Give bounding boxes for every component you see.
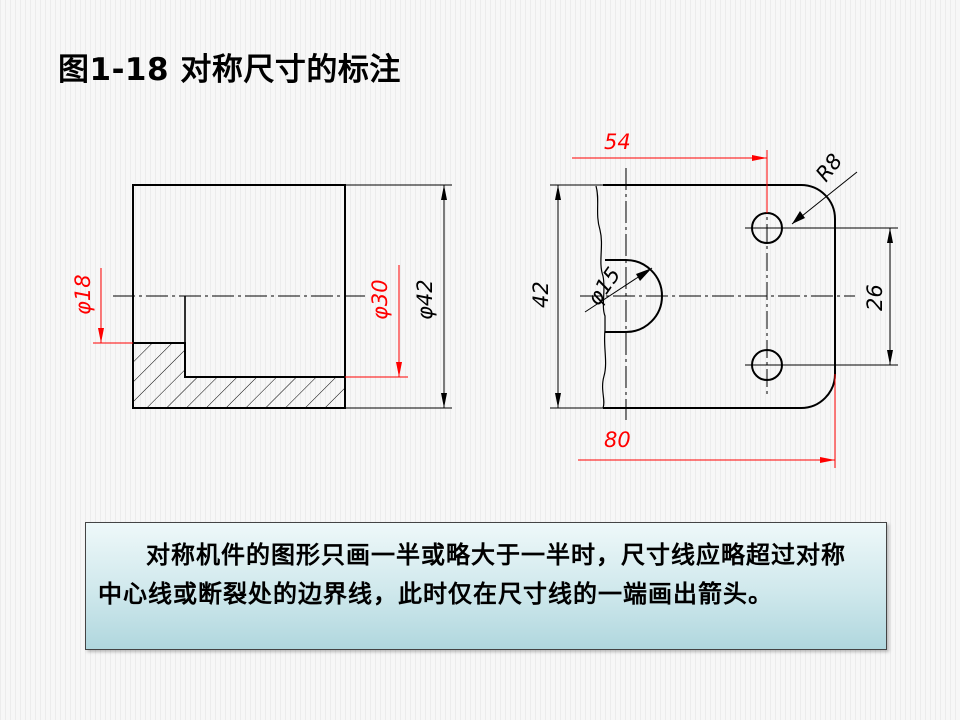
- dim42-arrow-bottom: [555, 393, 561, 408]
- dim-phi42-label: φ42: [413, 279, 437, 320]
- dim-phi30-label: φ30: [368, 279, 392, 320]
- dim-26-label: 26: [863, 284, 887, 311]
- explanation-text: 对称机件的图形只画一半或略大于一半时，尺寸线应略超过对称中心线或断裂处的边界线，…: [98, 540, 846, 608]
- explanation-note: 对称机件的图形只画一半或略大于一半时，尺寸线应略超过对称中心线或断裂处的边界线，…: [85, 522, 887, 650]
- left-view: φ18 φ30 φ42: [71, 184, 452, 409]
- technical-drawing: φ18 φ30 φ42 54: [71, 130, 898, 468]
- phi42-arrow-bottom: [441, 393, 447, 408]
- dim-phi15-label: φ15: [582, 263, 625, 310]
- dim-phi18-label: φ18: [71, 274, 95, 315]
- hatched-section: [133, 343, 345, 408]
- slide-title: 图1-18 对称尺寸的标注: [58, 52, 401, 88]
- dim80-arrow: [820, 457, 835, 463]
- phi42-arrow-top: [441, 185, 447, 200]
- dim-54-label: 54: [604, 130, 631, 154]
- dim54-arrow: [752, 155, 767, 161]
- right-view: 54 R8 42 φ15 26 80: [529, 130, 898, 468]
- dim-80-label: 80: [604, 428, 631, 452]
- dim42-arrow-top: [555, 185, 561, 200]
- inner-bore-outline: [133, 342, 345, 378]
- dim-42-label: 42: [529, 281, 553, 308]
- r8-arrow: [792, 211, 805, 224]
- plate-outline: [603, 184, 836, 409]
- phi30-arrow: [396, 362, 402, 377]
- dim26-arrow-top: [887, 228, 893, 243]
- dim26-arrow-bottom: [887, 350, 893, 365]
- phi15-arrow: [636, 268, 652, 281]
- dim-r8-label: R8: [811, 149, 847, 186]
- phi18-arrow: [98, 328, 104, 343]
